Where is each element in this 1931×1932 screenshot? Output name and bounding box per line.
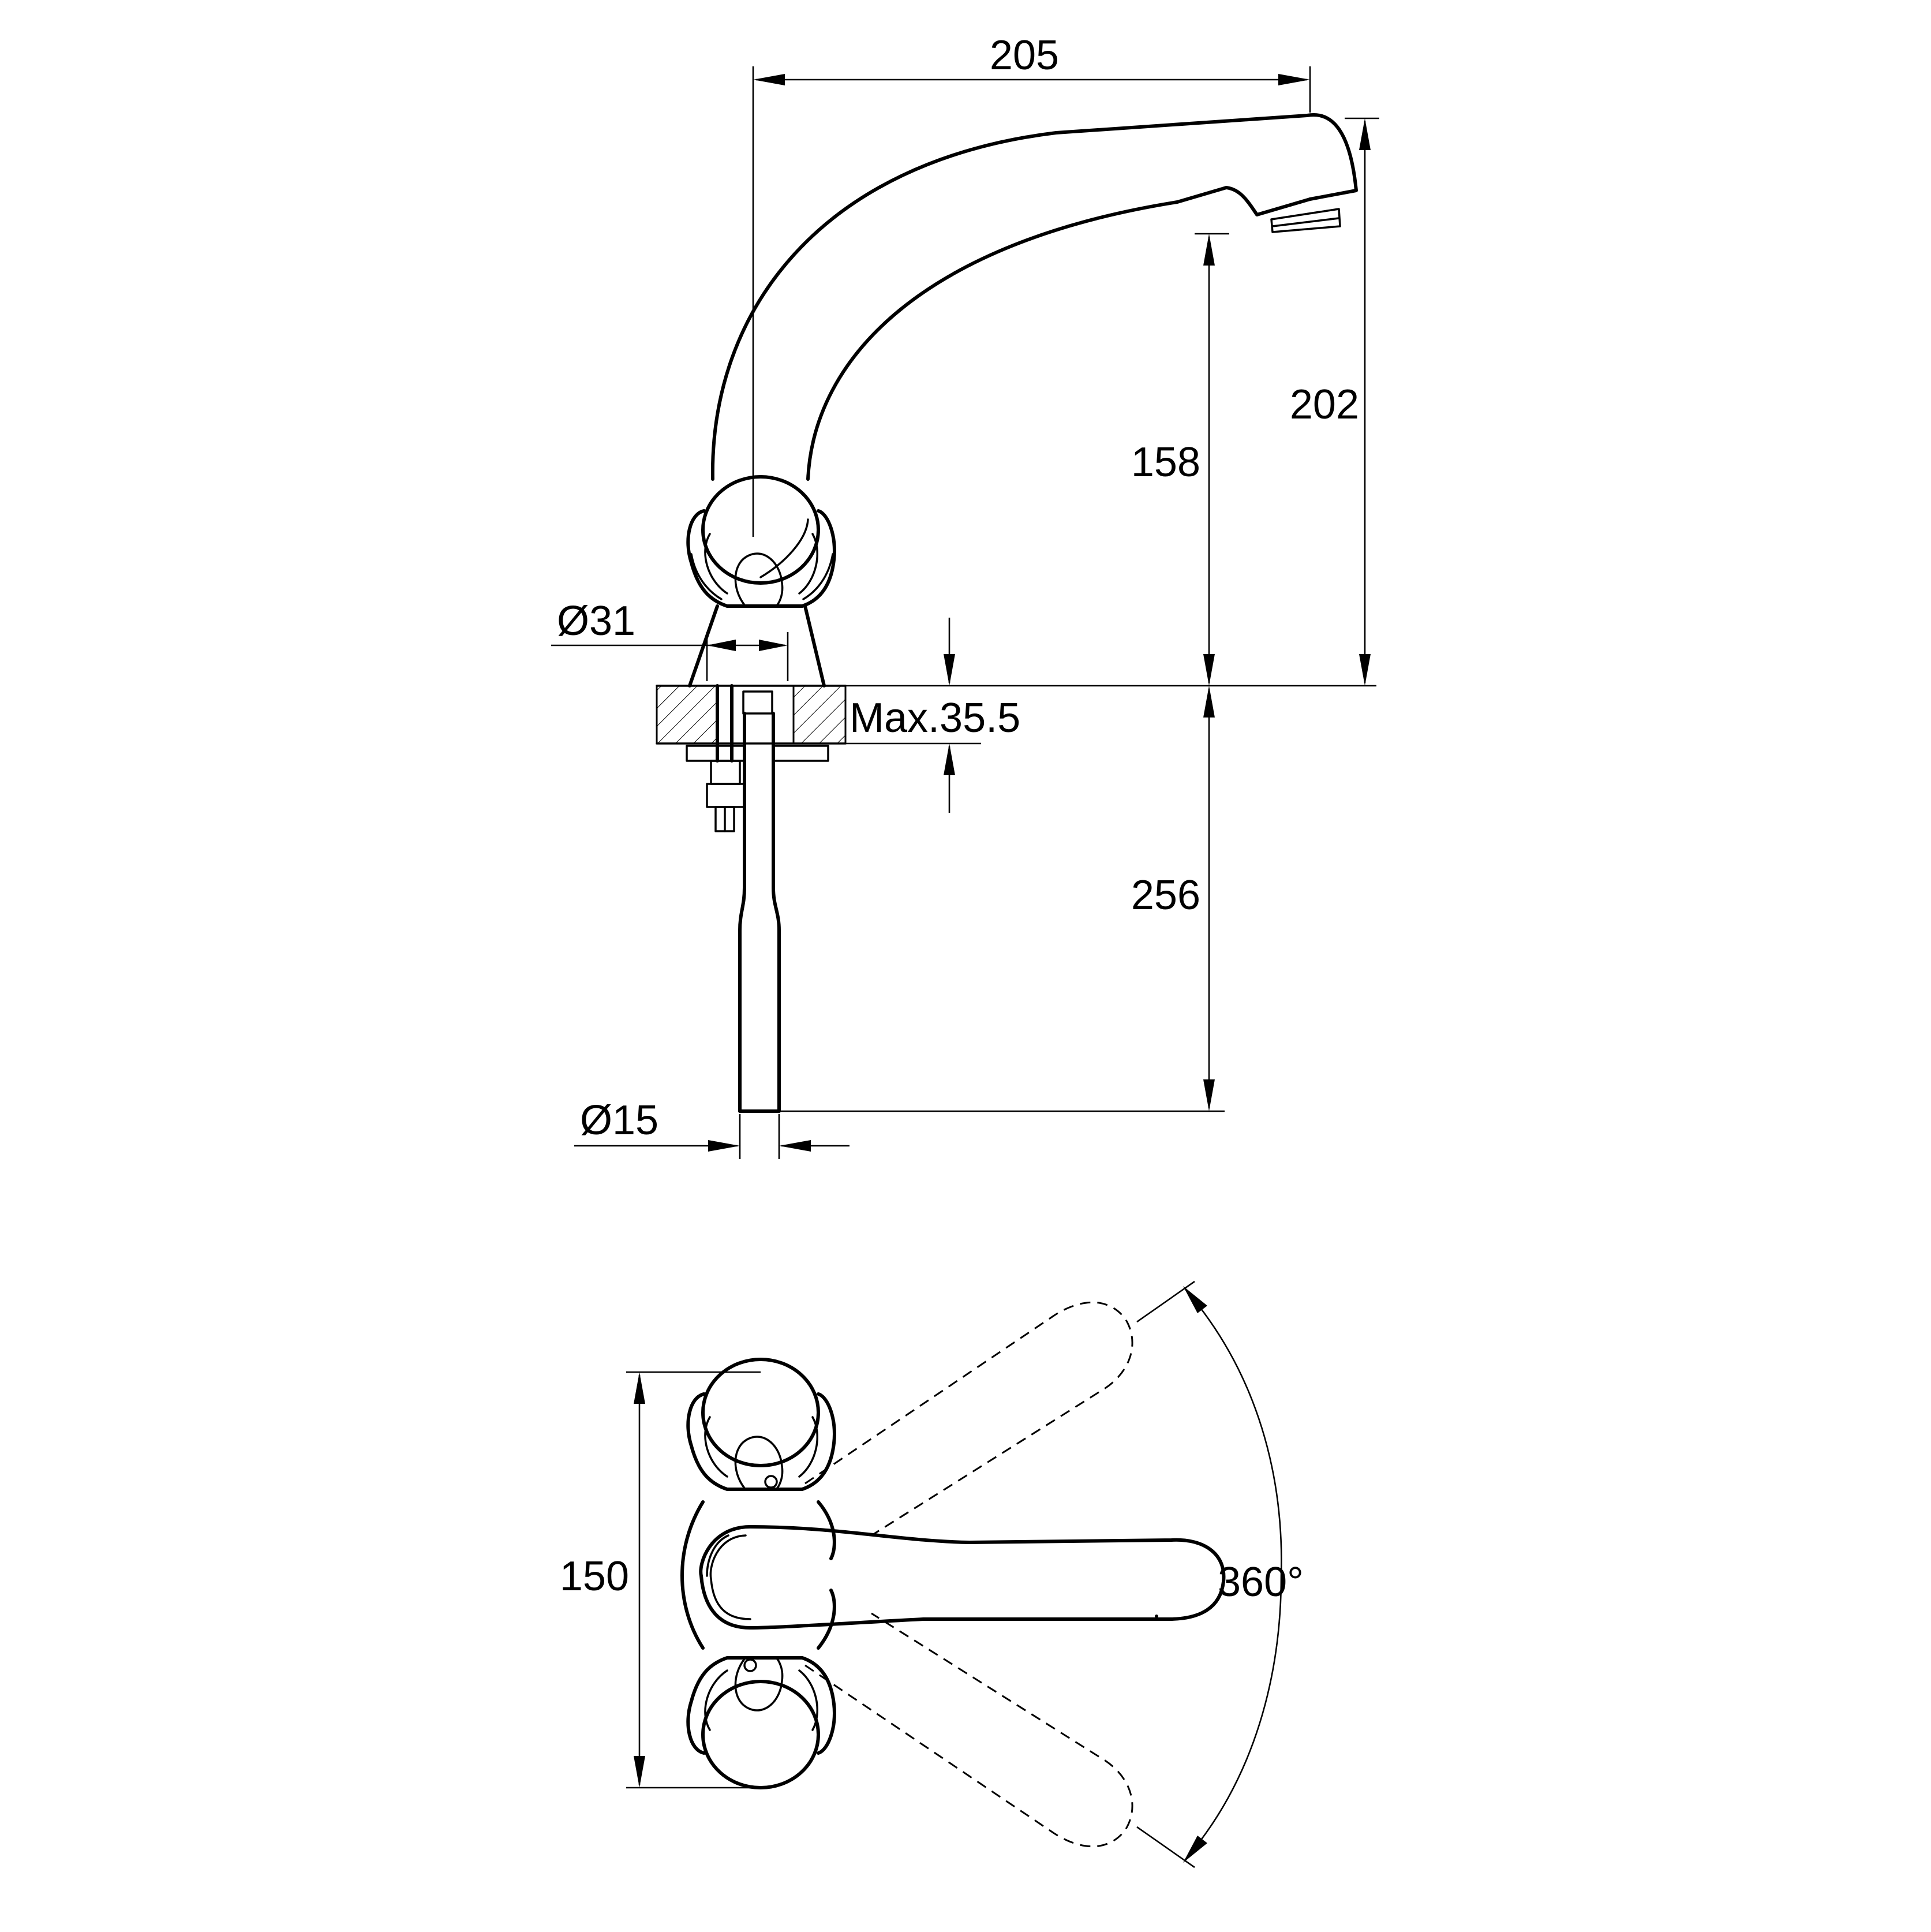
- spout: [710, 113, 1358, 481]
- mounting-deck: [656, 685, 847, 745]
- top-view: 150 360°: [560, 1280, 1304, 1869]
- dimension-label-max-35-5: Max.35.5: [850, 695, 1020, 741]
- dimension-label-256: 256: [1131, 872, 1200, 918]
- valve-handle-side: [686, 475, 836, 608]
- dimension-label-360-degrees: 360°: [1218, 1559, 1304, 1605]
- dimension-label-diameter-15: Ø15: [580, 1097, 658, 1143]
- dimension-base-diameter: Ø31: [551, 598, 789, 681]
- dimension-label-diameter-31: Ø31: [557, 598, 635, 644]
- dimension-label-158: 158: [1131, 439, 1200, 485]
- dimension-label-205: 205: [990, 32, 1059, 79]
- dimension-label-150: 150: [560, 1553, 629, 1600]
- dimension-deck-thickness: Max.35.5: [845, 618, 1020, 813]
- dimension-body-width: 150: [560, 1371, 761, 1789]
- spout-plan: [699, 1525, 1226, 1630]
- valve-handle-top-lower: [686, 1656, 836, 1789]
- dimension-swivel-angle: 360°: [1136, 1280, 1304, 1869]
- side-view: 205 202 158 Ø31: [551, 32, 1379, 1159]
- supply-tail: [738, 690, 829, 1113]
- dimension-label-202: 202: [1290, 382, 1359, 428]
- top-body-outline: [680, 1500, 836, 1650]
- fixing-bolt: [686, 684, 746, 832]
- dimension-spout-reach: 205: [752, 32, 1311, 537]
- dimension-total-height: 202: [1290, 117, 1379, 686]
- dimension-tail-length: 256: [779, 686, 1225, 1112]
- dimension-spout-height: 158: [1131, 233, 1229, 686]
- dimension-tail-diameter: Ø15: [574, 1097, 850, 1159]
- valve-handle-top-upper: [686, 1358, 836, 1491]
- spout-ghost-positions: [804, 1301, 1133, 1848]
